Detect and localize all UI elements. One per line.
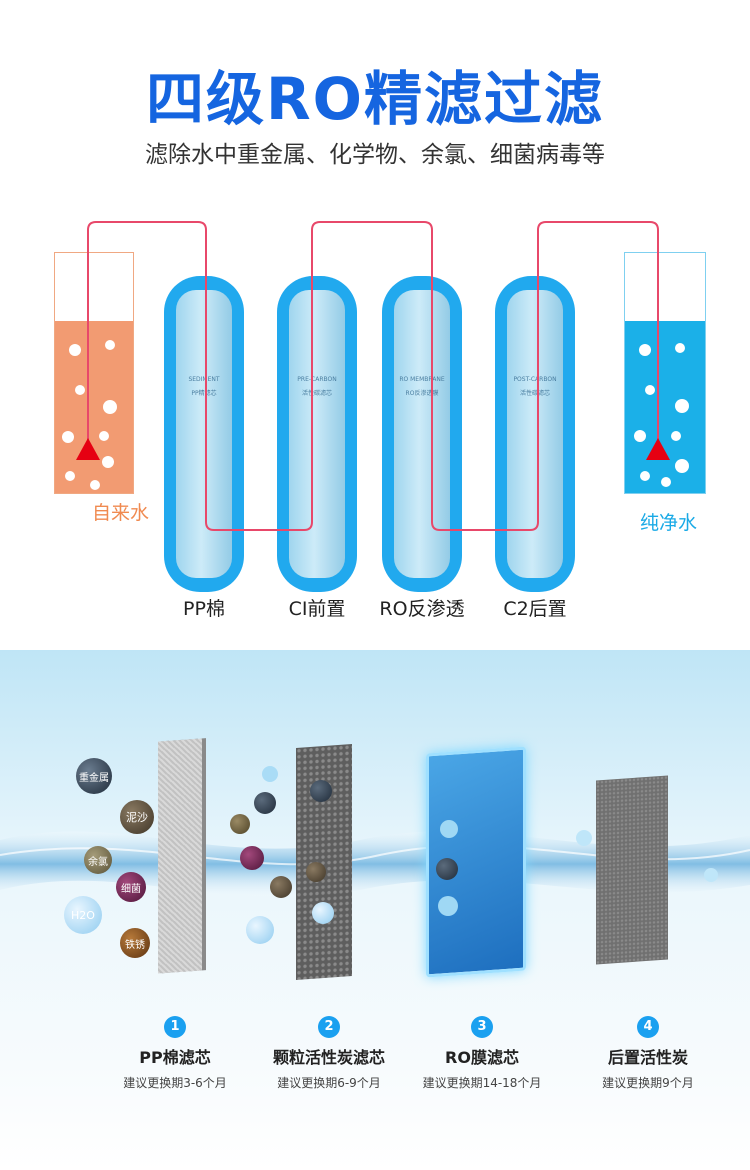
particle-chlorine-2	[230, 814, 250, 834]
cartridge-label-ro: RO反渗透	[379, 598, 465, 620]
pp-cotton-panel	[158, 738, 202, 974]
flow-arrow-right	[646, 438, 670, 460]
cartridge-ro-membrane: RO MEMBRANE RO反渗透膜	[382, 276, 462, 592]
cartridge-label-ci: CI前置	[288, 598, 346, 620]
stage-replace-3: 建议更换期14-18个月	[422, 1076, 542, 1090]
stage-name-2: 颗粒活性炭滤芯	[272, 1048, 385, 1067]
stage-number-3: 3	[471, 1016, 493, 1038]
cartridge-print-cn: 活性碳滤芯	[519, 390, 550, 397]
flow-arrow-left	[76, 438, 100, 460]
cartridge-label-pp: PP棉	[183, 598, 225, 620]
particle-h2o-2	[246, 916, 274, 944]
stage-number-1: 1	[164, 1016, 186, 1038]
pure-water-fill	[625, 321, 705, 493]
particle-bacteria-2	[240, 846, 264, 870]
cartridge-print-cn: 活性碳滤芯	[301, 390, 332, 397]
stage-replace-4: 建议更换期9个月	[602, 1076, 694, 1090]
particle-heavy-metal-3	[310, 780, 332, 802]
page-title: 四级RO精滤过滤	[146, 65, 604, 133]
cartridge-label-c2: C2后置	[503, 598, 567, 620]
stage-name-1: PP棉滤芯	[139, 1048, 211, 1067]
stage-number-2: 2	[318, 1016, 340, 1038]
post-carbon-panel	[596, 775, 668, 965]
bubbles-right	[634, 343, 689, 487]
pure-water-tank	[624, 252, 706, 494]
tap-water-label: 自来水	[92, 502, 150, 524]
particle-h2o-4	[440, 820, 458, 838]
particle-sand: 泥沙	[120, 800, 154, 834]
particle-h2o-3	[312, 902, 334, 924]
particle-h2o-5	[438, 896, 458, 916]
particle-rust: 铁锈	[120, 928, 150, 958]
pure-water-label: 纯净水	[640, 512, 698, 534]
stage-name-3: RO膜滤芯	[445, 1048, 519, 1067]
water-pipe	[87, 221, 659, 531]
cartridge-print-en: POST-CARBON	[513, 376, 557, 383]
particle-sand-2	[270, 876, 292, 898]
tap-water-fill	[55, 321, 133, 493]
particle-heavy-metal-4	[436, 858, 458, 880]
tap-water-tank	[54, 252, 134, 494]
particle-h2o-6	[576, 830, 592, 846]
cartridge-print-cn: PP精滤芯	[191, 390, 217, 397]
particle-bacteria: 细菌	[116, 872, 146, 902]
filtration-diagram: SEDIMENT PP精滤芯 PRE-CARBON 活性碳滤芯 RO MEMBR…	[0, 200, 750, 640]
particle-heavy-metal-2	[254, 792, 276, 814]
stage-number-4: 4	[637, 1016, 659, 1038]
cartridge-pp: SEDIMENT PP精滤芯	[164, 276, 244, 592]
cartridge-pre-carbon: PRE-CARBON 活性碳滤芯	[277, 276, 357, 592]
cartridge-print-en: PRE-CARBON	[297, 376, 337, 383]
particle-heavy-metal: 重金属	[76, 758, 112, 794]
stage-replace-2: 建议更换期6-9个月	[277, 1076, 381, 1090]
particle-chlorine: 余氯	[84, 846, 112, 874]
page-subtitle: 滤除水中重金属、化学物、余氯、细菌病毒等	[145, 142, 605, 168]
filter-layers-section: 重金属 泥沙 余氯 细菌 H2O 铁锈 1 PP棉滤芯 建议更换期3-6个月 2…	[0, 650, 750, 1170]
bubbles-left	[62, 340, 117, 490]
stage-replace-1: 建议更换期3-6个月	[123, 1076, 227, 1090]
cartridge-print-cn: RO反渗透膜	[405, 390, 439, 397]
cartridge-print-en: SEDIMENT	[188, 376, 220, 383]
stage-name-4: 后置活性炭	[607, 1048, 688, 1067]
particle-sand-3	[306, 862, 326, 882]
cartridge-print-en: RO MEMBRANE	[399, 376, 445, 383]
particle-h2o-small	[262, 766, 278, 782]
particle-h2o-7	[704, 868, 718, 882]
pipe-overlay	[62, 221, 689, 531]
particle-h2o: H2O	[64, 896, 102, 934]
